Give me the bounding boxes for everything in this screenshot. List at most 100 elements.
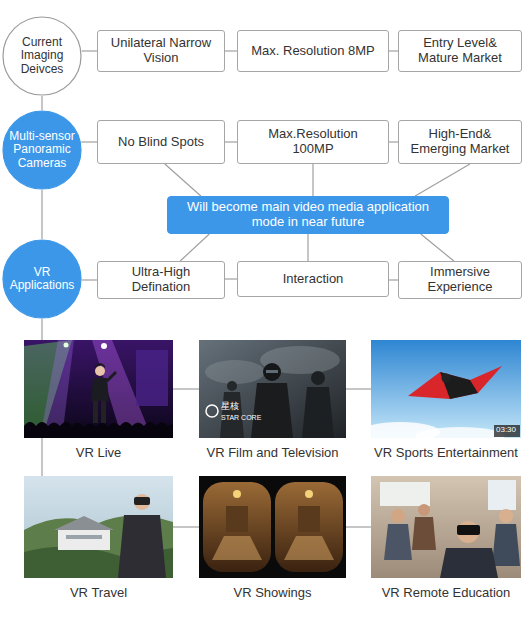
feature-box: Ultra-High Defination (97, 261, 225, 299)
whiteboard (380, 482, 430, 506)
connector-line (41, 319, 42, 340)
feature-text: Immersive Experience (403, 265, 517, 295)
timestamp: 03:30 (496, 426, 516, 435)
chandelier (233, 490, 241, 498)
singer-head (95, 366, 105, 376)
text-holder: Immersive Experience (403, 265, 517, 295)
connector-line (389, 50, 398, 51)
smoke (205, 360, 265, 384)
window (488, 480, 516, 510)
feature-text: No Blind Spots (118, 135, 204, 150)
text-holder: Entry Level& Mature Market (403, 36, 517, 66)
photo-caption: VR Showings (199, 585, 346, 600)
stage-label: Current Imaging Deivces (9, 36, 75, 76)
photo-ground (199, 340, 346, 438)
student-head (499, 509, 513, 523)
vr-headset (457, 525, 480, 535)
singer-leg (101, 401, 106, 423)
stage-label: VR Applications (6, 266, 78, 292)
figure-head (227, 381, 237, 391)
doorway (298, 506, 320, 532)
photo-caption: VR Sports Entertainment (371, 445, 521, 460)
connector-line (346, 526, 371, 527)
feature-text: Unilateral Narrow Vision (102, 36, 220, 66)
connector-line (225, 278, 237, 279)
singer-body (91, 378, 109, 401)
student-head (418, 504, 430, 516)
connector-line (415, 164, 470, 196)
helmet (311, 371, 325, 385)
student-head (391, 509, 405, 523)
photo-ground (371, 476, 521, 578)
text-holder: Interaction (283, 272, 344, 287)
text-holder: Multi-sensor Panoramic Cameras (6, 130, 78, 170)
feature-box: Entry Level& Mature Market (398, 30, 522, 72)
feature-box: High-End& Emerging Market (398, 120, 522, 164)
feature-text: Max. Resolution 8MP (251, 44, 375, 59)
hills (24, 515, 173, 578)
text-holder: Current Imaging Deivces (9, 36, 75, 76)
photo-panel: VR Sports Entertainment (371, 340, 521, 438)
text-holder: Ultra-High Defination (101, 265, 221, 295)
photo-panel: VR Showings (199, 476, 346, 578)
vr-headset (134, 497, 150, 505)
connector-line (346, 388, 371, 389)
stage-circle: Current Imaging Deivces (2, 16, 82, 96)
lens-view (275, 482, 343, 572)
photo-ground (24, 340, 173, 438)
stage-circle: VR Applications (2, 239, 82, 319)
stage-circle: Multi-sensor Panoramic Cameras (2, 110, 82, 190)
connector-line (389, 141, 398, 142)
doorway (226, 506, 248, 532)
singer-arm (107, 372, 116, 381)
pupil-body (440, 548, 498, 578)
connector-line (173, 388, 199, 389)
spotlight (64, 343, 69, 348)
text-holder: Max. Resolution 8MP (251, 44, 375, 59)
photo-panel: VR Remote Education (371, 476, 521, 578)
photo-caption: VR Film and Television (199, 445, 346, 460)
wingsuit (408, 366, 502, 399)
feature-box: Max. Resolution 8MP (237, 30, 389, 72)
connector-line (82, 50, 97, 51)
classroom-photo (371, 476, 521, 578)
travel-photo (24, 476, 173, 578)
circle-shape (3, 240, 81, 318)
photo-caption: VR Live (24, 445, 173, 460)
text-holder: Max.Resolution 100MP (256, 127, 370, 157)
connector-line (225, 141, 237, 142)
photo-ground (24, 476, 173, 578)
feature-text: Max.Resolution 100MP (256, 127, 370, 157)
text-holder: VR Applications (6, 266, 78, 292)
windows (66, 535, 102, 539)
helmet (263, 363, 281, 381)
connector-line (312, 164, 313, 196)
photo-panel: VR Travel (24, 476, 173, 578)
feature-text: High-End& Emerging Market (403, 127, 517, 157)
floor (284, 536, 334, 560)
soldier-body (302, 387, 334, 438)
connector-line (41, 190, 42, 239)
connector-line (225, 50, 237, 51)
circle-shape (3, 111, 81, 189)
feature-box: Interaction (237, 261, 389, 297)
wingsuit-body (440, 372, 478, 399)
photo-ground (199, 476, 346, 578)
feature-box: No Blind Spots (97, 120, 225, 164)
connector-line (173, 526, 199, 527)
concert-photo (24, 340, 173, 438)
connector-line (41, 96, 42, 110)
audience (24, 422, 173, 438)
feature-box: Unilateral Narrow Vision (97, 30, 225, 72)
logo-text: STAR CORE (221, 414, 261, 422)
connector-line (389, 279, 398, 280)
logo-text: 星核 (221, 402, 239, 412)
man-head (134, 494, 150, 510)
circle-shape (3, 17, 81, 95)
showing-photo (199, 476, 346, 578)
building (58, 528, 110, 550)
man-body (118, 515, 166, 578)
text-holder: High-End& Emerging Market (403, 127, 517, 157)
photo-panel: VR Film and Television (199, 340, 346, 438)
